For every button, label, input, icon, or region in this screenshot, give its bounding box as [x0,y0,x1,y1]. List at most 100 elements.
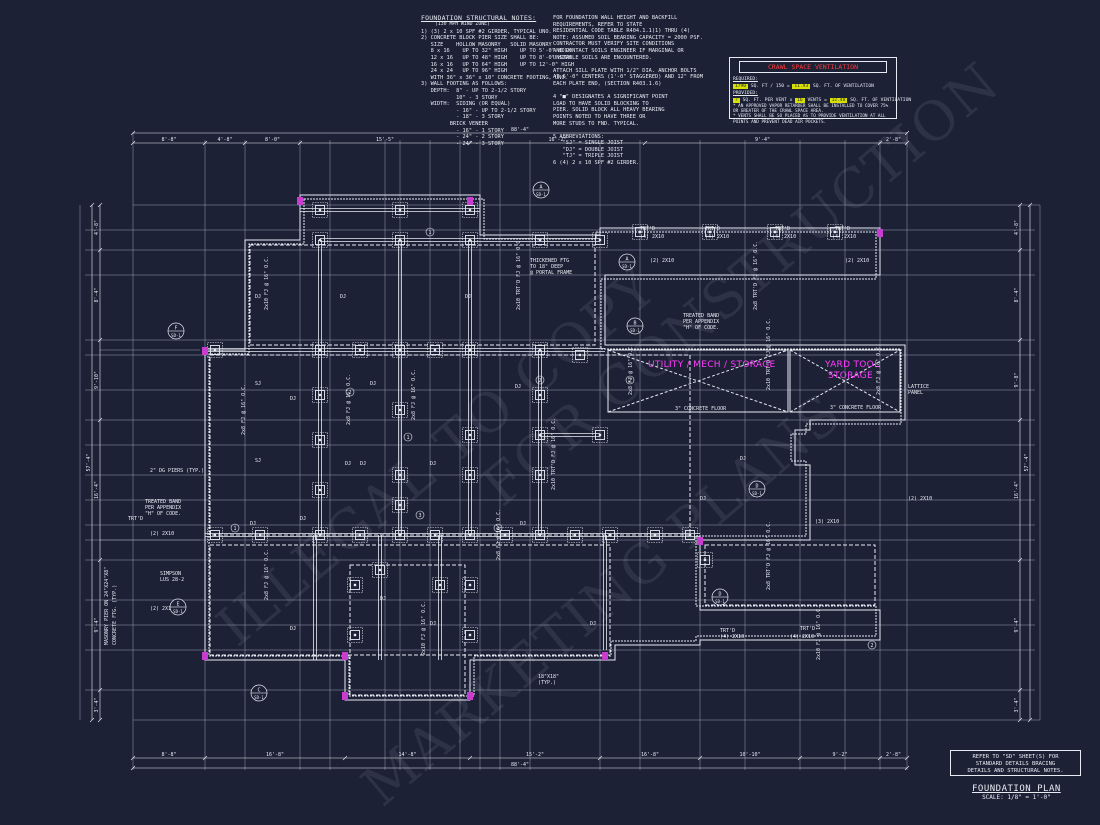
masonry-pier [465,345,475,355]
masonry-pier-note: CONCRETE FTG. (TYP.) [112,585,118,645]
pier-center [468,473,472,477]
pier-center [318,208,322,212]
dimension-tick [130,755,136,761]
pier-footing [462,232,478,248]
pier-center [538,393,542,397]
treated-label: TRT'D [835,226,850,232]
joist-callout: 2x8 FJ @ 16" O.C. [264,549,270,600]
callout-circle [345,387,355,397]
double-joist-label: DJ [465,294,471,300]
masonry-pier [535,345,545,355]
masonry-pier [315,485,325,495]
callout-number: 1 [406,435,409,441]
dimension-tick [1027,717,1033,723]
header-label: (4) 2X10 [640,234,664,240]
dim-right-segment-label: 16'-4" [1014,481,1020,499]
notes-subtitle: (130 MPH WIND ZONE) [435,22,490,27]
plan-scale: SCALE: 1/8" = 1'-0" [982,794,1051,801]
section-tag-e-letter: E [176,602,179,608]
treated-band-note: "H" OF CODE. [683,325,719,331]
dim-bottom-overall-label: 88'-4" [511,762,529,768]
masonry-pier [700,555,710,565]
dimension-tick [242,140,248,146]
joist-callout: 2x8 FJ @ 16" O.C. [496,509,502,560]
dimension-tick [89,202,95,208]
callout-circle [403,432,413,442]
dimension-tick [467,755,473,761]
treated-band-note: PER APPENDIX [145,505,181,511]
joist-callout: 2x8 FJ @ 16" O.C. [241,384,247,435]
pier-footing [312,527,328,543]
masonry-pier [465,470,475,480]
dim-left-segment-label: 4'-8" [94,220,100,235]
dimension-tick [342,755,348,761]
pier-footing [462,527,478,543]
pier-footing [462,467,478,483]
dimension-tick [130,765,136,771]
treated-label: TRT'D [800,626,815,632]
double-joist-label: DJ [590,621,596,627]
pier-center [598,238,602,242]
piers-typ-note: 2" DG PIERS (TYP.) [150,468,204,474]
vent-provided-tail: SQ. FT. OF VENTILATION [850,98,912,103]
dimension-tick [97,717,103,723]
pier-center [358,348,362,352]
double-joist-label: DJ [250,521,256,527]
callout-number: 1 [428,230,431,236]
corner-marker [877,229,883,237]
single-joist-label: SJ [255,381,261,387]
callout-circle [867,640,877,650]
joist-callout: 2x10 TRT'D FJ @ 16" O.C. [766,318,772,390]
dimension-tick [1017,337,1023,343]
room-yard-storage: STORAGE [828,371,873,381]
masonry-pier [395,235,405,245]
dim-top-segment-label: 2'-8" [886,137,901,143]
masonry-pier [500,530,510,540]
joist-callout: 2x8 TRT'D FJ @ 16" O.C. [753,241,759,310]
pier-center [438,583,442,587]
masonry-pier [770,227,780,237]
pier-footing [632,224,648,240]
dimension-tick [97,417,103,423]
dim-right-segment-label: 4'-8" [1014,220,1020,235]
masonry-pier-note: MASONRY PIER ON 24"X24"X8" [104,567,110,645]
pier-footing [647,527,663,543]
pier-center [708,230,712,234]
dimension-tick [1027,202,1033,208]
pier-center [398,348,402,352]
treated-band-note: TREATED BAND [683,313,719,319]
refer-line-3: DETAILS AND STRUCTURAL NOTES. [967,768,1064,774]
pier-footing [462,342,478,358]
pier-footing [592,427,608,443]
callout-number: 2 [538,378,541,384]
double-joist-label: DJ [290,626,296,632]
dimension-tick [877,755,883,761]
section-tag-d-sheet: SD-1 [752,491,762,496]
header-label: (4) 2X10 [832,234,856,240]
masonry-pier [465,205,475,215]
section-tag-d-letter: D [718,592,721,598]
pier-footing [352,342,368,358]
dim-left-segment-label: 3'-4" [94,697,100,712]
refer-line-2: STANDARD DETAILS BRACING [975,761,1056,767]
foundation-walls [204,194,906,701]
masonry-pier [315,235,325,245]
double-joist-label: DJ [290,396,296,402]
pier-footing [827,224,843,240]
pier-center [468,348,472,352]
pier-footing [532,467,548,483]
callout-circle [415,510,425,520]
dim-top-segment-label: 9'-4" [755,137,770,143]
pier-footing [347,627,363,643]
vent-provided-total: 12.48 [829,98,848,103]
vent-required-row: REQUIRED: [733,76,893,83]
pier-center [258,533,262,537]
dim-bottom-segment-label: 16'-8" [641,752,659,758]
pier-footing [532,387,548,403]
vent-provided-count: 16 [795,98,805,103]
masonry-pier [595,235,605,245]
pier-footing [532,427,548,443]
dimension-tick [202,755,208,761]
pier-center [398,208,402,212]
